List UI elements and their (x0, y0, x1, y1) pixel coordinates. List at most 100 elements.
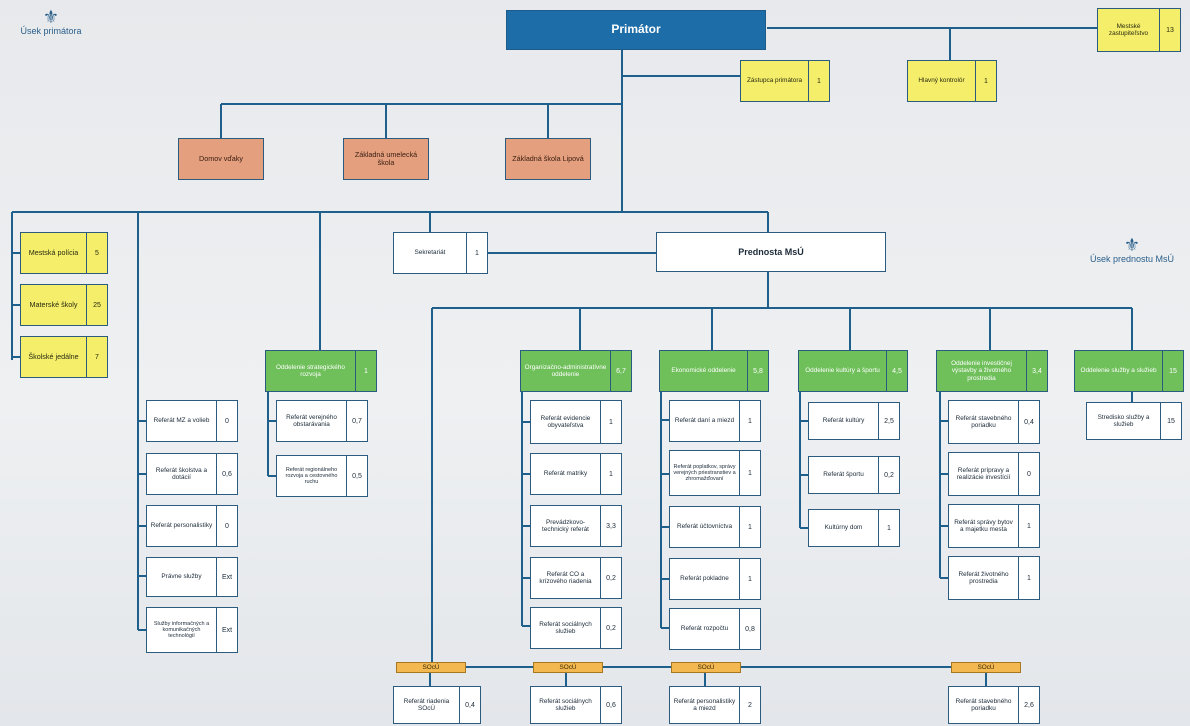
box-count: 7 (86, 337, 107, 377)
referat-box[interactable]: Referát personalistiky 0 (146, 505, 238, 547)
box-count: 0,2 (600, 608, 621, 648)
referat-box[interactable]: Právne služby Ext (146, 557, 238, 597)
box-name: Referát sociálnych služieb (539, 697, 592, 712)
box-name: Prevádzkovo-technický referát (542, 518, 589, 533)
box-name: Referát regionálneho rozvoja a cestovnéh… (285, 466, 338, 486)
box-name: Referát sociálnych služieb (539, 620, 592, 635)
referat-box[interactable]: Referát verejného obstarávania 0,7 (276, 400, 368, 442)
box-count: 5,8 (747, 351, 768, 391)
socu-tag: SOcÚ (533, 662, 603, 673)
box-count: 2,6 (1018, 687, 1039, 723)
institution-box[interactable]: Domov vďaky (178, 138, 264, 180)
left-unit-box[interactable]: Materské školy 25 (20, 284, 108, 326)
box-count: 1 (975, 61, 996, 101)
box-name: Referát rozpočtu (680, 625, 729, 633)
socu-tag: SOcÚ (951, 662, 1021, 673)
dept-head[interactable]: Oddelenie kultúry a športu 4,5 (798, 350, 908, 392)
zastupca-box[interactable]: Zástupca primátora 1 (740, 60, 830, 102)
box-count: 1 (739, 559, 760, 599)
box-count: Ext (216, 558, 237, 596)
left-unit-box[interactable]: Školské jedálne 7 (20, 336, 108, 378)
box-name: Referát verejného obstarávania (286, 413, 337, 428)
dept-head[interactable]: Oddelenie služby a služieb 15 (1074, 350, 1184, 392)
box-name: Oddelenie kultúry a športu (805, 367, 880, 375)
box-count: 0,5 (346, 456, 367, 496)
referat-box[interactable]: Referát prípravy a realizácie investícií… (948, 452, 1040, 496)
box-count: 13 (1159, 9, 1180, 51)
kontrolor-box[interactable]: Hlavný kontrolór 1 (907, 60, 997, 102)
box-count: 1 (739, 451, 760, 495)
box-name: Referát účtovníctva (676, 523, 733, 531)
box-count: 5 (86, 233, 107, 273)
primator-box[interactable]: Primátor (506, 10, 766, 50)
box-count: 1 (739, 507, 760, 547)
socu-label: SOcÚ (697, 663, 715, 671)
referat-box[interactable]: Referát sociálnych služieb 0,2 (530, 607, 622, 649)
box-count: 1 (1018, 557, 1039, 599)
dept-head-strategic[interactable]: Oddelenie strategického rozvoja 1 (265, 350, 377, 392)
box-count: 2,5 (878, 403, 899, 439)
box-name: Ekonomické oddelenie (671, 367, 736, 375)
dept-head[interactable]: Oddelenie investičnej výstavby a životné… (936, 350, 1048, 392)
referat-box[interactable]: Referát školstva a dotácií 0,6 (146, 453, 238, 495)
referat-box[interactable]: Prevádzkovo-technický referát 3,3 (530, 505, 622, 547)
box-count: 1 (600, 454, 621, 494)
logo-label: Úsek primátora (20, 26, 82, 36)
box-count: 1 (808, 61, 829, 101)
box-count: 1 (466, 233, 487, 273)
box-count: 15 (1160, 403, 1181, 439)
logo-label: Úsek prednostu MsÚ (1089, 254, 1175, 264)
fleur-logo-icon: ⚜ (1123, 235, 1141, 255)
referat-box[interactable]: Referát regionálneho rozvoja a cestovnéh… (276, 455, 368, 497)
box-count: 1 (878, 510, 899, 546)
dept-head[interactable]: Ekonomické oddelenie 5,8 (659, 350, 769, 392)
box-name: Referát školstva a dotácií (155, 466, 208, 481)
socu-label: SOcÚ (977, 663, 995, 671)
box-name: Referát správy bytov a majetku mesta (954, 518, 1013, 533)
institution-box[interactable]: Základná umelecká škola (343, 138, 429, 180)
box-count: 0,2 (878, 457, 899, 493)
box-count: 3,4 (1026, 351, 1047, 391)
referat-box[interactable]: Referát CO a krízového riadenia 0,2 (530, 557, 622, 599)
referat-box[interactable]: Služby informačných a komunikačných tech… (146, 607, 238, 653)
box-name: Referát MZ a volieb (153, 417, 210, 425)
socu-label: SOcÚ (559, 663, 577, 671)
box-count: 0,2 (600, 558, 621, 598)
box-name: Referát CO a krízového riadenia (539, 570, 592, 585)
box-name: Domov vďaky (199, 153, 243, 163)
referat-box[interactable]: Referát účtovníctva 1 (669, 506, 761, 548)
institution-box[interactable]: Základná škola Lipová (505, 138, 591, 180)
sekretariat-box[interactable]: Sekretariát 1 (393, 232, 488, 274)
box-name: Právne služby (161, 573, 202, 581)
box-count: 6,7 (610, 351, 631, 391)
referat-box[interactable]: Referát MZ a volieb 0 (146, 400, 238, 442)
box-count: 3,3 (600, 506, 621, 546)
dept-head[interactable]: Organizačno-administratívne oddelenie 6,… (520, 350, 632, 392)
box-name: Referát stavebného poriadku (955, 414, 1012, 429)
referat-box[interactable]: Referát poplatkov, správy verejných prie… (669, 450, 761, 496)
referat-box[interactable]: Referát kultúry 2,5 (808, 402, 900, 440)
left-unit-box[interactable]: Mestská polícia 5 (20, 232, 108, 274)
box-count: 1 (355, 351, 376, 391)
box-count: 0,6 (216, 454, 237, 494)
box-count: 0,7 (346, 401, 367, 441)
zastupitelstvo-box[interactable]: Mestské zastupiteľstvo 13 (1097, 8, 1181, 52)
box-name: Referát kultúry (822, 417, 865, 425)
prednosta-box[interactable]: Prednosta MsÚ (656, 232, 886, 272)
